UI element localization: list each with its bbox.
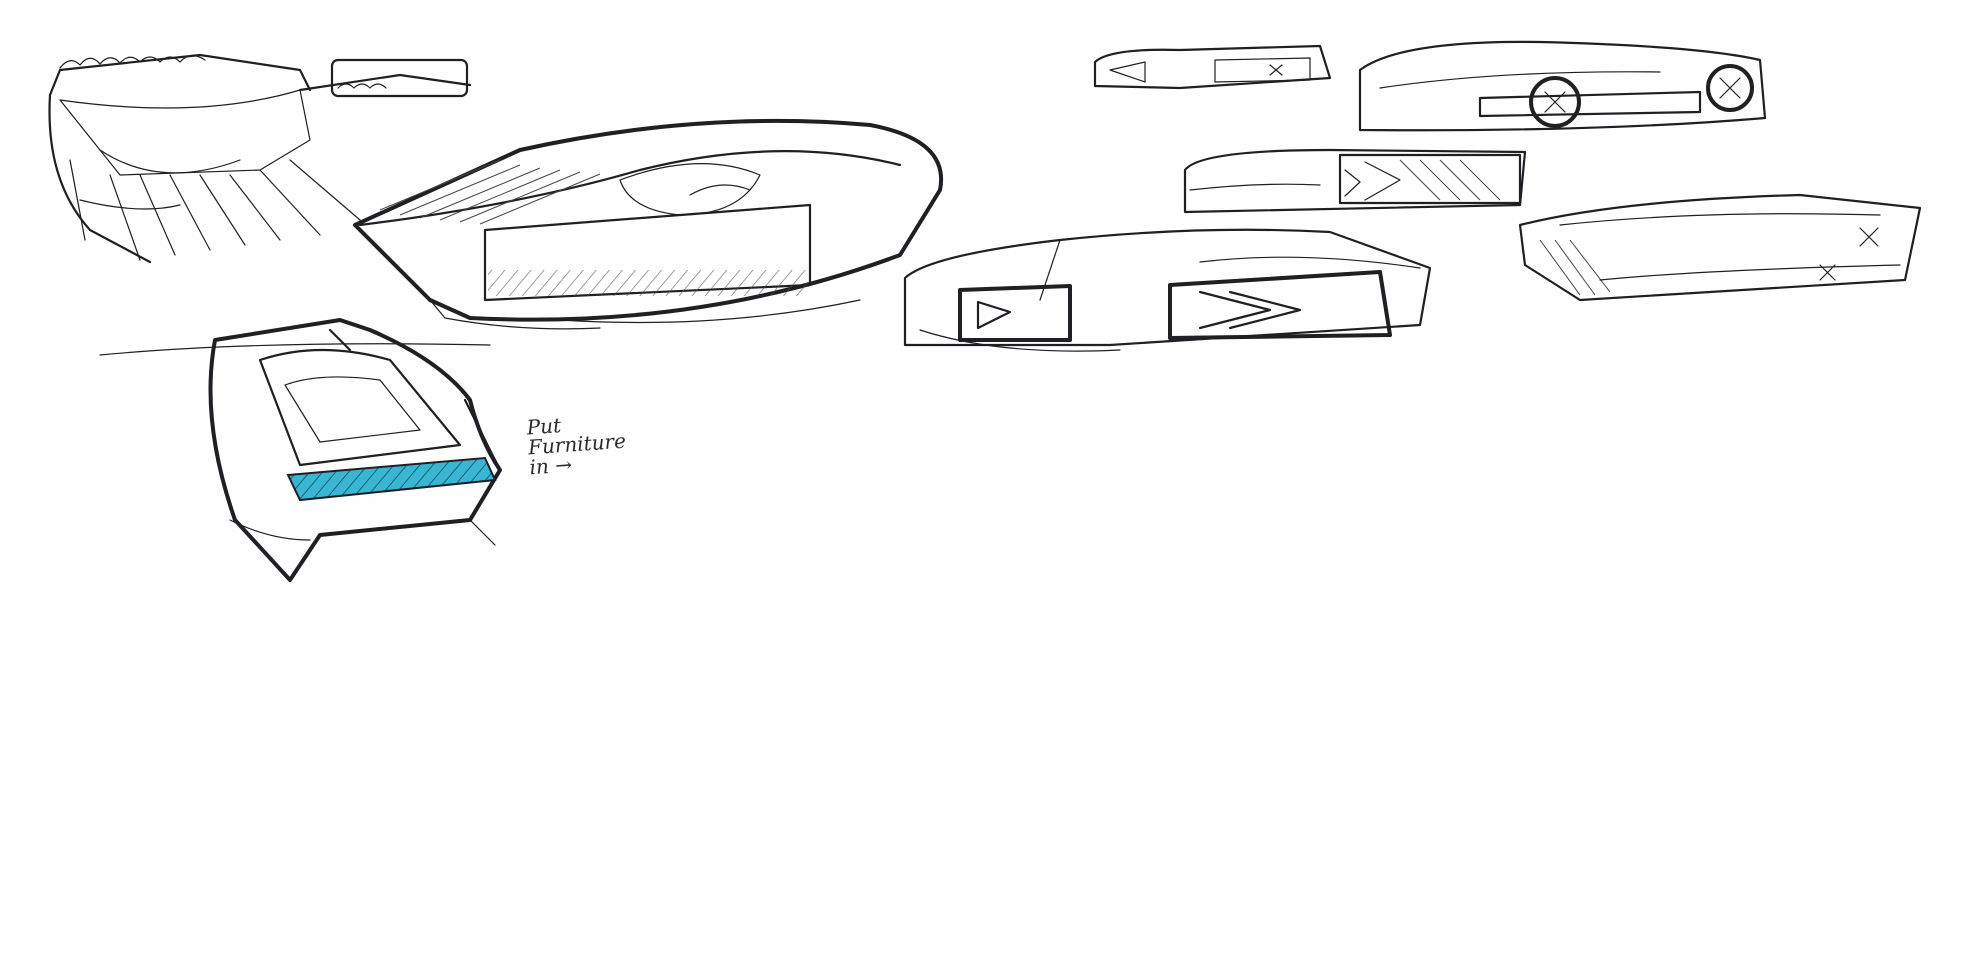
side-elevation-sketch-3 xyxy=(1183,148,1527,214)
annotation-line-2: Furniture xyxy=(527,428,627,460)
cargo-deck-sketch-top-left xyxy=(48,53,472,264)
side-elevation-sketch-5 xyxy=(1518,193,1922,302)
put-furniture-annotation: Put Furniture in → xyxy=(526,411,628,479)
cargo-tray-sketch-top xyxy=(353,118,944,330)
side-elevation-sketch-1 xyxy=(1093,44,1332,90)
side-elevation-sketch-4 xyxy=(903,228,1432,352)
arrow-icon: → xyxy=(554,452,573,478)
side-elevation-sketch-2 xyxy=(1358,40,1767,132)
furniture-module-sketch-left xyxy=(99,318,502,582)
